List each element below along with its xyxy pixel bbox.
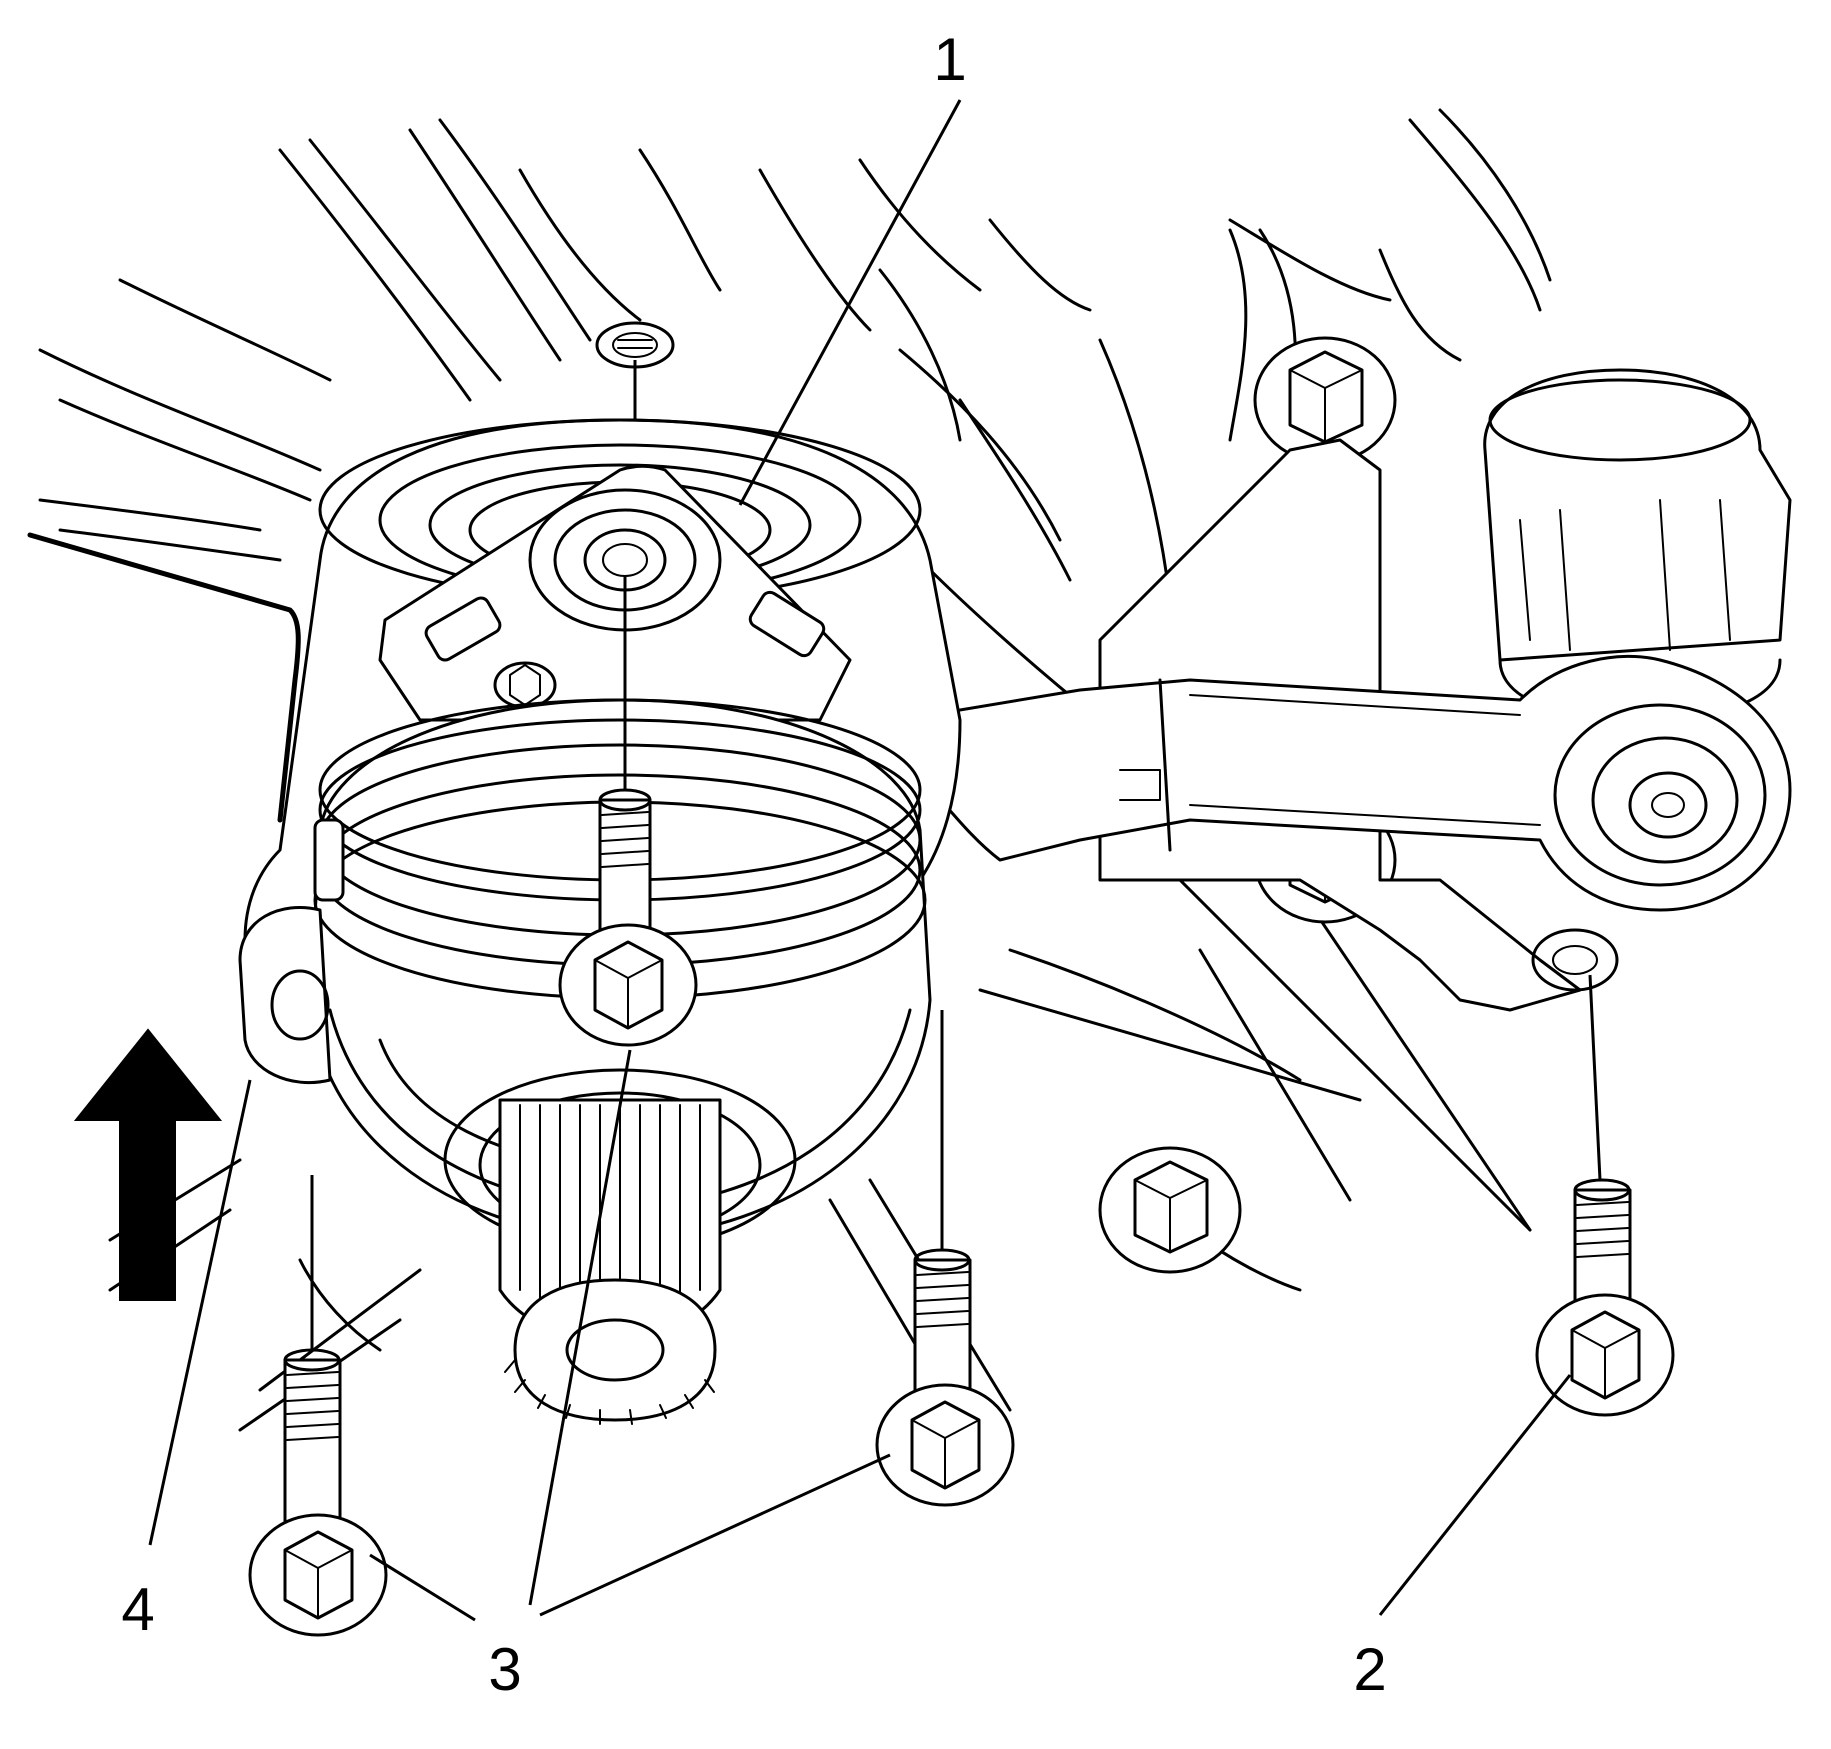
bolt-alignment-lines: [310, 575, 1602, 1350]
callout-1: 1: [933, 26, 966, 93]
pump-shaft-splined: [498, 1098, 722, 1425]
callout-3: 3: [488, 1636, 521, 1703]
tensioner-arm: [898, 654, 1792, 912]
direction-arrow-up-icon: [73, 1028, 223, 1301]
bolt-right: [1535, 1178, 1675, 1417]
bolt-center-upper: [558, 788, 698, 1047]
callout-labels: 1 2 3 4: [121, 26, 1386, 1703]
bolt-lower-middle: [875, 1248, 1015, 1507]
mounting-bolt-upper-right: [1253, 336, 1397, 464]
mounting-bolt-lower-right: [1098, 1146, 1242, 1274]
callout-2: 2: [1353, 1636, 1386, 1703]
bolt-lower-left: [248, 1348, 388, 1637]
housing-casting: [27, 108, 1552, 1432]
idler-pulley: [1483, 368, 1792, 722]
leader-lines: [148, 99, 1572, 1622]
callout-4: 4: [121, 1576, 154, 1643]
